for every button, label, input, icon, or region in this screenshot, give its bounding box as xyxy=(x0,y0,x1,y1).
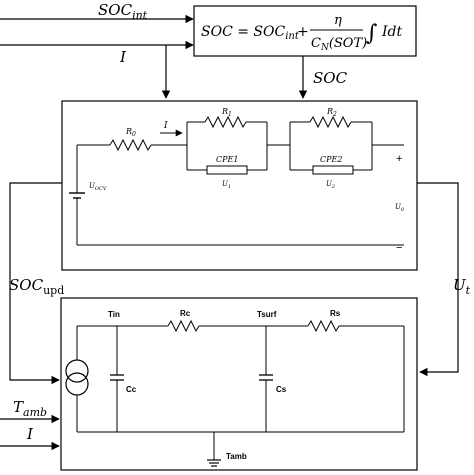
svg-text:Ut: Ut xyxy=(453,276,471,297)
svg-text:Idt: Idt xyxy=(381,24,402,40)
svg-text:U2: U2 xyxy=(326,180,335,190)
capacitor-cs xyxy=(259,326,273,432)
current-input-top: I xyxy=(0,40,194,99)
svg-text:CPE1: CPE1 xyxy=(216,155,238,164)
tsurf-label: Tsurf xyxy=(257,310,277,319)
minus-terminal: − xyxy=(396,242,402,254)
svg-text:UOCV: UOCV xyxy=(89,182,108,192)
current-arrow: I xyxy=(160,121,183,137)
rc-label: Rc xyxy=(180,309,191,318)
cc-label: Cc xyxy=(126,385,137,394)
rs-label: Rs xyxy=(330,309,341,318)
ocv-source: UOCV xyxy=(69,145,108,245)
svg-text:R0: R0 xyxy=(125,127,136,138)
svg-text:Tamb: Tamb xyxy=(13,398,47,419)
soc-int-input: SOCint xyxy=(0,1,194,24)
current-input-thermal: I xyxy=(0,425,60,451)
soc-upd-feedback: SOCupd xyxy=(9,182,64,385)
svg-text:CPE2: CPE2 xyxy=(320,155,342,164)
soc-output-arrow: SOC xyxy=(298,56,348,99)
svg-text:SOCint: SOCint xyxy=(98,1,148,22)
svg-text:I: I xyxy=(26,425,34,443)
ut-feedback: Ut xyxy=(417,182,471,377)
rc-block-1: R1 CPE1 U1 xyxy=(186,107,268,190)
svg-text:+: + xyxy=(297,24,309,40)
electrical-model-box: UOCV R0 I R1 CPE1 U1 xyxy=(61,100,418,271)
svg-text:SOCupd: SOCupd xyxy=(9,276,64,297)
svg-text:U1: U1 xyxy=(222,180,231,190)
resistor-r0: R0 xyxy=(109,127,152,152)
plus-terminal: + xyxy=(396,153,402,165)
svg-text:SOC = SOCint: SOC = SOCint xyxy=(201,24,300,42)
svg-text:R2: R2 xyxy=(326,107,337,118)
svg-text:I: I xyxy=(163,121,168,131)
soc-formula-box: SOC = SOCint + η CN(SOT) ∫ Idt xyxy=(193,5,417,57)
svg-text:R1: R1 xyxy=(221,107,232,118)
t-amb-input: Tamb xyxy=(0,398,60,424)
tin-label: Tin xyxy=(108,310,120,319)
resistor-rs xyxy=(307,319,340,333)
heat-source-icon xyxy=(65,326,89,432)
svg-text:U0: U0 xyxy=(395,203,405,213)
svg-text:SOC: SOC xyxy=(313,69,348,87)
thermal-model-box: Tin Rc Tsurf Rs Cc Cs Tamb xyxy=(60,297,418,471)
svg-text:I: I xyxy=(119,48,127,66)
cs-label: Cs xyxy=(276,385,287,394)
tamb-label: Tamb xyxy=(226,452,247,461)
resistor-rc xyxy=(167,319,200,333)
svg-text:CN(SOT): CN(SOT) xyxy=(311,36,367,53)
svg-text:η: η xyxy=(334,13,342,28)
svg-text:∫: ∫ xyxy=(366,21,378,46)
rc-block-2: R2 CPE2 U2 xyxy=(289,107,373,190)
capacitor-cc xyxy=(110,326,124,432)
ground-icon xyxy=(207,432,221,467)
